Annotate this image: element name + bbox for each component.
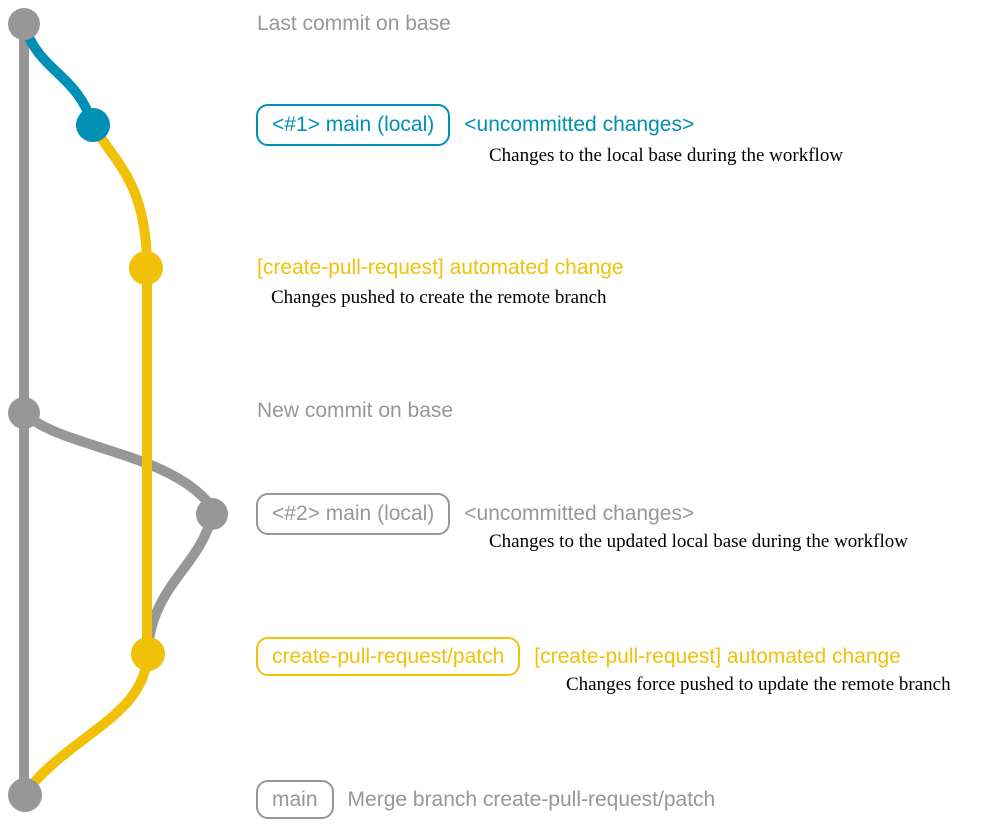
branch-badge-main-local-2: <#2> main (local) xyxy=(256,493,451,535)
automated-change-title-1: [create-pull-request] automated change xyxy=(257,256,624,279)
new-commit-label: New commit on base xyxy=(257,399,454,422)
commit-dot-last-base xyxy=(8,8,40,40)
commit-dot-merge xyxy=(8,778,42,812)
uncommitted-changes-title-2: <uncommitted changes> xyxy=(464,502,695,525)
updated-local-branch-line-in xyxy=(143,509,217,655)
main-local-branch-line xyxy=(19,19,98,130)
commit-dot-new-base xyxy=(8,397,40,429)
last-commit-label: Last commit on base xyxy=(257,12,451,35)
automated-change-description-2: Changes force pushed to update the remot… xyxy=(566,674,951,695)
commit-dot-automated-2 xyxy=(131,637,165,671)
branch-badge-patch: create-pull-request/patch xyxy=(256,637,521,676)
updated-local-branch-line-out xyxy=(19,408,216,511)
merge-commit-label: Merge branch create-pull-request/patch xyxy=(347,787,716,811)
automated-change-title-2: [create-pull-request] automated change xyxy=(534,644,901,668)
uncommitted-changes-title-1: <uncommitted changes> xyxy=(464,113,695,136)
commit-dot-uncommitted-1 xyxy=(76,108,110,142)
uncommitted-changes-description-2: Changes to the updated local base during… xyxy=(489,531,908,552)
automated-change-description-1: Changes pushed to create the remote bran… xyxy=(271,287,607,308)
git-graph xyxy=(8,8,228,812)
commit-dot-uncommitted-2 xyxy=(196,498,228,530)
branch-badge-main-local-1: <#1> main (local) xyxy=(256,104,451,146)
uncommitted-changes-description-1: Changes to the local base during the wor… xyxy=(489,145,844,166)
patch-branch-line-top xyxy=(88,120,152,273)
patch-branch-line-bottom xyxy=(21,649,152,797)
commit-dot-automated-1 xyxy=(129,251,163,285)
branch-badge-main: main xyxy=(256,780,334,819)
